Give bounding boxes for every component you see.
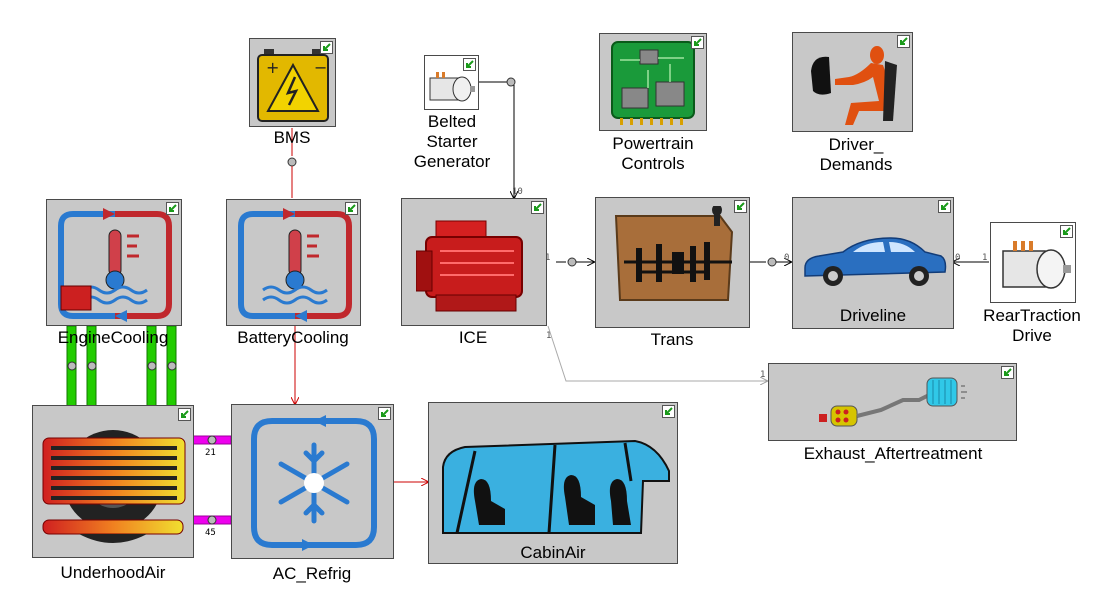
- port-label: 1: [545, 253, 551, 263]
- trans-driveline-junction[interactable]: [767, 257, 777, 267]
- powertrain-controls-block[interactable]: [599, 33, 707, 131]
- battery-cooling-block[interactable]: [226, 199, 361, 326]
- bms-junction[interactable]: [287, 157, 297, 167]
- rear-traction-block[interactable]: [990, 222, 1076, 303]
- ac-refrig-block[interactable]: [231, 404, 394, 559]
- engine-cooling-block[interactable]: [46, 199, 182, 326]
- circuit-board-icon: [611, 41, 695, 125]
- motor-icon: [429, 72, 475, 102]
- expand-icon[interactable]: [897, 35, 910, 48]
- battery-cooling-label: BatteryCooling: [237, 328, 349, 347]
- ice-block[interactable]: [401, 198, 547, 326]
- cabin-air-label: CabinAir: [520, 543, 586, 562]
- expand-icon[interactable]: [531, 201, 544, 214]
- expand-icon[interactable]: [463, 58, 476, 71]
- bsg-label: Belted Starter Generator: [413, 112, 491, 171]
- gearbox-icon: [614, 206, 734, 301]
- bms-label: BMS: [273, 128, 311, 147]
- trans-label: Trans: [650, 330, 694, 349]
- driver-demands-block[interactable]: [792, 32, 913, 132]
- bsg-junction[interactable]: [506, 77, 516, 87]
- battery-icon: + −: [257, 49, 329, 122]
- engine-icon: [416, 220, 523, 312]
- ice-trans-junction[interactable]: [567, 257, 577, 267]
- bsg-block[interactable]: [424, 55, 479, 110]
- car-icon: [804, 237, 947, 286]
- driver-icon: [811, 46, 897, 125]
- bms-block[interactable]: + −: [249, 38, 336, 127]
- port-label: 1: [546, 331, 552, 341]
- coolant-loop-icon: [58, 208, 172, 322]
- expand-icon[interactable]: [166, 202, 179, 215]
- radiator-fan-icon: [42, 430, 186, 543]
- wire-label-bottom: 45: [205, 528, 216, 538]
- svg-text:+: +: [266, 58, 279, 77]
- expand-icon[interactable]: [1060, 225, 1073, 238]
- underhood-air-block[interactable]: [32, 405, 194, 558]
- coolant-loop-icon: [238, 208, 352, 322]
- exhaust-pipe-icon: [819, 377, 967, 427]
- expand-icon[interactable]: [345, 202, 358, 215]
- expand-icon[interactable]: [1001, 366, 1014, 379]
- underhood-air-label: UnderhoodAir: [60, 563, 166, 582]
- expand-icon[interactable]: [178, 408, 191, 421]
- expand-icon[interactable]: [378, 407, 391, 420]
- svg-text:−: −: [314, 58, 327, 77]
- exhaust-aftertreatment-block[interactable]: [768, 363, 1017, 441]
- cabin-interior-icon: [442, 439, 670, 534]
- trans-block[interactable]: [595, 197, 750, 328]
- exhaust-aftertreatment-label: Exhaust_Aftertreatment: [803, 444, 983, 463]
- expand-icon[interactable]: [938, 200, 951, 213]
- rear-traction-label: RearTraction Drive: [983, 306, 1081, 345]
- port-label: 0: [955, 253, 961, 263]
- expand-icon[interactable]: [691, 36, 704, 49]
- driveline-block[interactable]: Driveline: [792, 197, 954, 329]
- driveline-label: Driveline: [839, 306, 907, 325]
- port-label: 1: [982, 253, 988, 263]
- port-label: 0: [784, 253, 790, 263]
- snowflake-icon: [251, 415, 377, 551]
- ice-exhaust-link[interactable]: [547, 325, 767, 381]
- engine-cooling-label: EngineCooling: [57, 328, 169, 347]
- wire-label-top: 21: [205, 448, 216, 458]
- ice-label: ICE: [458, 328, 488, 347]
- motor-icon: [1002, 241, 1071, 289]
- cabin-air-block[interactable]: CabinAir: [428, 402, 678, 564]
- port-label: 10: [512, 187, 523, 197]
- port-label: 1: [760, 370, 766, 380]
- ac-refrig-label: AC_Refrig: [272, 564, 352, 583]
- driver-demands-label: Driver_ Demands: [819, 135, 893, 174]
- expand-icon[interactable]: [662, 405, 675, 418]
- expand-icon[interactable]: [734, 200, 747, 213]
- powertrain-controls-label: Powertrain Controls: [612, 134, 694, 173]
- expand-icon[interactable]: [320, 41, 333, 54]
